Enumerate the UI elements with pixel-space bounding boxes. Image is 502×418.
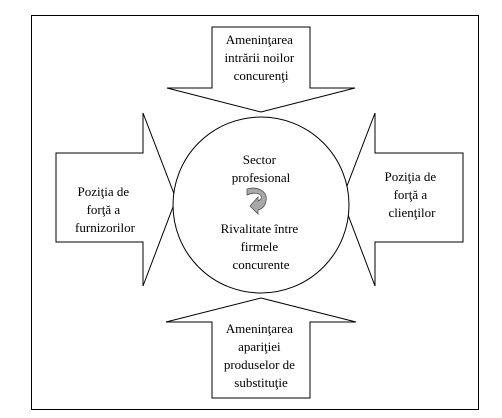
left-arrow-line-1: Poziţia de (78, 184, 130, 199)
left-arrow (55, 112, 177, 287)
right-arrow-label: Poziţia de forţă a clienţilor (385, 169, 440, 220)
bottom-arrow-line-3: produselor de (224, 357, 295, 372)
bottom-arrow-line-4: substituţie (234, 375, 288, 390)
bottom-arrow-line-1: Ameninţarea (226, 321, 293, 336)
left-arrow-label: Poziţia de forţă a furnizorilor (75, 184, 136, 235)
left-arrow-line-3: furnizorilor (75, 220, 136, 235)
top-arrow-line-2: intrării noilor (225, 50, 295, 65)
outer-frame (31, 15, 479, 410)
top-arrow-label: Ameninţarea intrării noilor concurenţi (225, 32, 298, 83)
top-arrow (166, 26, 356, 113)
top-arrow-line-3: concurenţi (234, 68, 289, 83)
center-top-line-2: profesional (232, 170, 291, 185)
center-bottom-line-1: Rivalitate între (221, 221, 299, 236)
curved-arrow-icon (246, 187, 267, 215)
left-arrow-line-2: forţă a (87, 202, 121, 217)
right-arrow-line-3: clienţilor (389, 205, 437, 220)
center-bottom-label: Rivalitate între firmele concurente (221, 221, 302, 272)
bottom-arrow-line-2: apariţiei (238, 339, 281, 354)
right-arrow-line-1: Poziţia de (385, 169, 437, 184)
center-bottom-line-3: concurente (232, 257, 289, 272)
top-arrow-line-1: Ameninţarea (226, 32, 293, 47)
bottom-arrow-label: Ameninţarea apariţiei produselor de subs… (224, 321, 298, 390)
center-bottom-line-2: firmele (241, 239, 279, 254)
center-top-label: Sector profesional (232, 152, 291, 185)
right-arrow-line-2: forţă a (394, 187, 428, 202)
bottom-arrow (165, 297, 357, 399)
center-top-line-1: Sector (243, 152, 277, 167)
